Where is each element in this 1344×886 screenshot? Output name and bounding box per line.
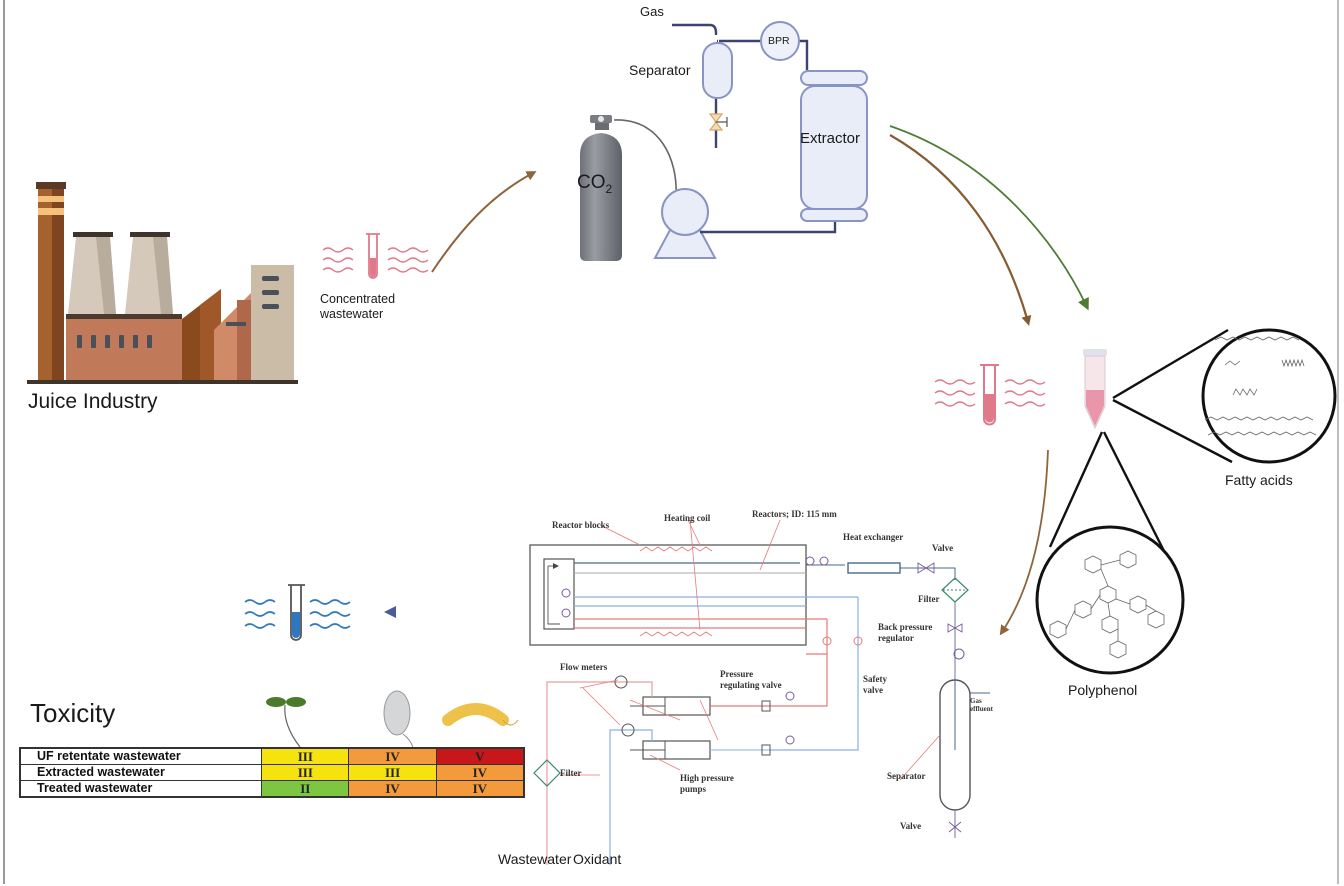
toxicity-level-daphnia: III [348,764,437,781]
gas-label: Gas [640,4,664,19]
toxicity-title: Toxicity [30,698,116,728]
toxicity-level-daphnia: IV [348,747,437,765]
separator-scwo-label: Separator [887,771,926,781]
toxicity-level-bacterium: IV [435,780,525,798]
label-line: pumps [680,784,707,794]
drain-valve-icon [708,113,728,131]
bacterium-icon [442,703,519,726]
label-line: Concentrated [320,292,396,306]
label-line: effluent [970,705,993,713]
high-pressure-pumps-label: High pressure pumps [680,773,734,795]
pressure-regulating-valve-label: Pressure regulating valve [720,669,782,691]
label-line: High pressure [680,773,734,783]
scwo-schematic [529,519,990,865]
label-line: Pressure [720,669,754,679]
daphnia-icon [383,690,414,749]
arrow-head [384,606,396,618]
filter-left-label: Filter [560,768,582,778]
toxicity-sample-name: UF retentate wastewater [19,747,263,765]
reactors-label: Reactors; ID: 115 mm [752,509,837,519]
toxicity-level-bacterium: IV [435,764,525,781]
toxicity-level-daphnia: IV [348,780,437,798]
label-line: regulator [878,633,914,643]
plant-seedling-icon [266,697,306,748]
wastewater-inlet-label: Wastewater [498,851,572,867]
flow-meters-label: Flow meters [560,662,608,672]
juice-factory-icon [27,182,298,384]
polyphenol-magnifier [1035,525,1185,675]
pump-icon [653,188,717,259]
fatty-acids-zoom-lines [1112,328,1233,464]
fatty-acids-magnifier [1201,328,1337,464]
reactor-blocks-label: Reactor blocks [552,520,610,530]
separator-vessel [702,42,733,99]
fatty-acids-label: Fatty acids [1225,472,1293,488]
label-line: Safety [863,674,887,684]
figure-frame [3,0,1339,884]
back-pressure-regulator-label: Back pressure regulator [878,622,932,644]
flow-arrow-to-extraction [431,171,537,273]
flow-arrow-to-treatment [999,449,1049,636]
toxicity-level-plant-seedling: III [261,747,350,765]
polyphenol-zoom-lines [1048,431,1168,556]
extractor-label: Extractor [800,130,861,147]
bpr-label: BPR [768,35,790,47]
extracted-wastewater-icon [934,364,1046,426]
label-line: Back pressure [878,622,933,632]
separator-label: Separator [629,62,691,78]
label-line: Gas [970,697,982,705]
heating-coil-label: Heating coil [664,513,711,523]
juice-industry-label: Juice Industry [28,390,158,413]
toxicity-sample-name: Treated wastewater [19,780,263,798]
valve-top-label: Valve [932,543,954,553]
co2-text: CO [577,172,606,193]
toxicity-sample-name: Extracted wastewater [19,764,263,781]
polyphenol-label: Polyphenol [1068,682,1138,698]
gas-effluent-label: Gas effluent [970,697,993,713]
heat-exchanger-label: Heat exchanger [843,532,904,542]
bpr-valve [760,21,800,61]
label-line: wastewater [320,307,384,321]
co2-label: CO2 [577,172,612,196]
extractor-vessel [800,70,868,222]
extract-tube-icon [1083,349,1107,430]
label-line: valve [863,685,883,695]
flow-arrow-to-extract [889,134,1032,326]
label-line: regulating valve [720,680,782,690]
oxidant-inlet-label: Oxidant [573,851,622,867]
safety-valve-label: Safety valve [863,674,887,696]
toxicity-level-plant-seedling: III [261,764,350,781]
concentrated-wastewater-icon [322,233,429,279]
co2-cylinder-icon [580,115,622,261]
treated-water-icon [244,584,351,641]
co2-hose [613,119,677,197]
concentrated-wastewater-label: Concentrated wastewater [320,292,395,322]
co2-subscript: 2 [605,181,613,196]
flow-arrow-to-products [889,125,1089,311]
toxicity-level-plant-seedling: II [261,780,350,798]
filter-right-label: Filter [918,594,940,604]
toxicity-level-bacterium: V [435,747,525,765]
valve-bottom-label: Valve [900,821,922,831]
